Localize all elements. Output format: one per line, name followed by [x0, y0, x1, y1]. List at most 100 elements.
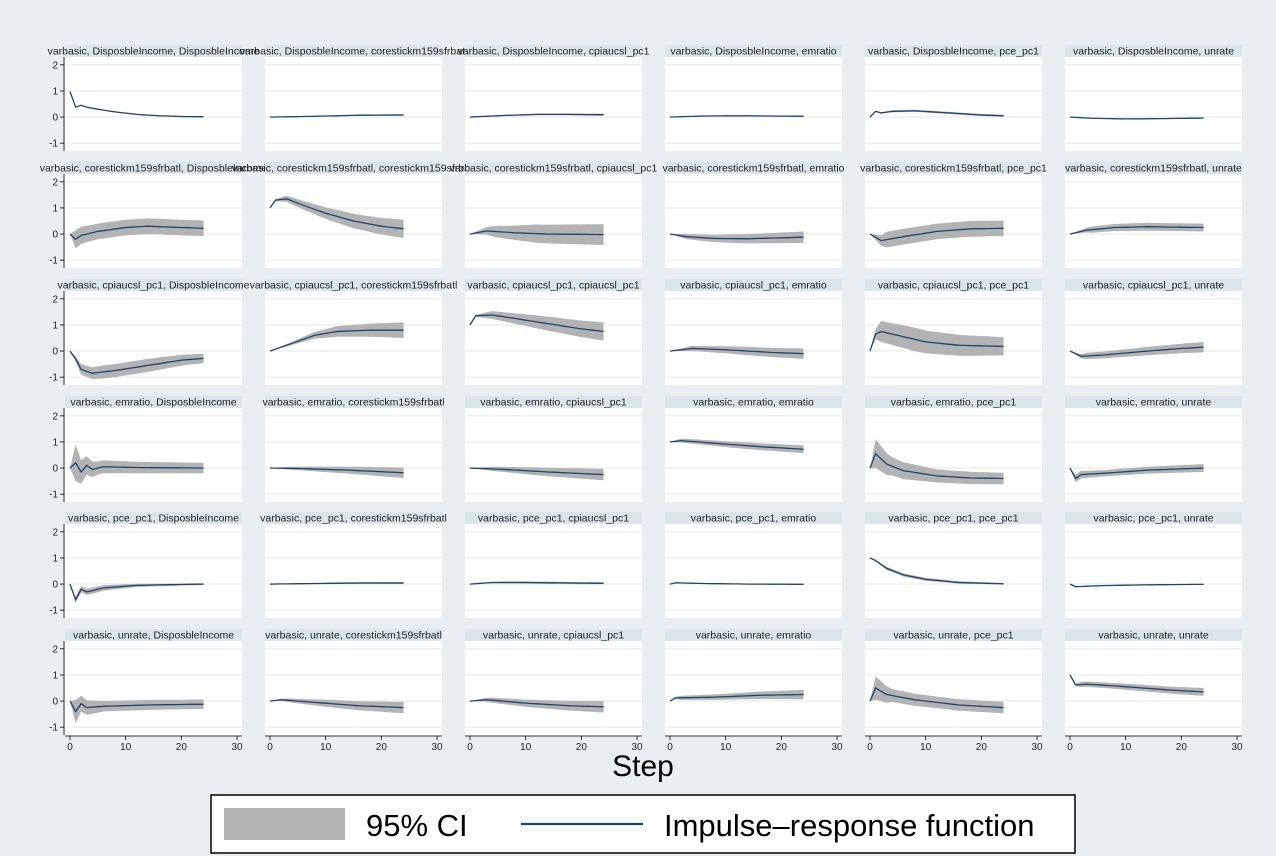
panel-title-strip: [265, 279, 442, 291]
irf-panel: varbasic, DisposbleIncome, pce_pc1: [865, 45, 1042, 151]
panel-title: varbasic, emratio, emratio: [693, 397, 814, 409]
irf-line: [869, 110, 1004, 118]
x-tick-label: 30: [1031, 742, 1043, 753]
panel-title-strip: [65, 162, 242, 174]
ci-band: [1070, 222, 1204, 235]
y-tick-label: -1: [49, 139, 58, 150]
panel-title: varbasic, cpiaucsl_pc1, pce_pc1: [878, 280, 1029, 292]
panel-plot-area: [1065, 174, 1242, 268]
panel-title-strip: [865, 162, 1042, 174]
panel-title-strip: [1065, 162, 1242, 174]
legend: 95% CI Impulse–response function: [210, 794, 1076, 854]
panel-title: varbasic, unrate, cpiaucsl_pc1: [483, 630, 624, 642]
y-tick-label: 2: [52, 411, 58, 422]
irf-panel: varbasic, DisposbleIncome, unrate: [1065, 45, 1242, 151]
panel-title: varbasic, corestickm159sfrbatl, Disposbl…: [40, 163, 268, 175]
ci-band: [270, 466, 404, 478]
panel-title: varbasic, unrate, pce_pc1: [893, 630, 1013, 642]
panel-title-strip: [265, 512, 442, 524]
panel-plot-area: [265, 408, 442, 502]
x-tick-label: 0: [67, 742, 73, 753]
ci-band: [870, 557, 1004, 585]
irf-panel: varbasic, pce_pc1, cpiaucsl_pc1: [465, 512, 642, 618]
panel-plot-area: [665, 641, 842, 735]
irf-line: [469, 467, 604, 476]
x-tick-label: 10: [320, 742, 332, 753]
panel-title-strip: [465, 45, 642, 57]
irf-panel: varbasic, DisposbleIncome, cpiaucsl_pc1: [457, 45, 650, 151]
irf-panel: varbasic, unrate, emratio: [665, 629, 842, 735]
panel-plot-area: [1065, 408, 1242, 502]
y-tick-label: 1: [52, 320, 58, 331]
panel-plot-area: [465, 174, 642, 268]
panel-title: varbasic, emratio, unrate: [1096, 397, 1212, 409]
irf-line: [869, 330, 1004, 352]
panel-title-strip: [465, 279, 642, 291]
irf-panel: varbasic, cpiaucsl_pc1, cpiaucsl_pc1: [465, 279, 642, 385]
panel-title: varbasic, corestickm159sfrbatl, corestic…: [232, 163, 475, 175]
irf-line: [69, 350, 204, 374]
legend-ci-swatch: [224, 808, 345, 840]
panel-plot-area: [865, 641, 1042, 735]
panel-plot-area: [465, 408, 642, 502]
irf-line: [869, 557, 1004, 585]
irf-line: [1069, 467, 1204, 480]
panel-title-strip: [65, 396, 242, 408]
panel-title-strip: [1065, 512, 1242, 524]
irf-panel: varbasic, emratio, unrate: [1065, 396, 1242, 502]
irf-line: [69, 461, 204, 474]
irf-panel: varbasic, corestickm159sfrbatl, Disposbl…: [40, 162, 268, 268]
irf-line: [669, 347, 804, 355]
panel-title: varbasic, corestickm159sfrbatl, pce_pc1: [860, 163, 1047, 175]
ci-band: [670, 231, 804, 244]
irf-line: [69, 225, 204, 241]
panel-title: varbasic, unrate, unrate: [1098, 630, 1208, 642]
irf-panel: varbasic, corestickm159sfrbatl, corestic…: [232, 162, 475, 268]
panel-title: varbasic, emratio, cpiaucsl_pc1: [480, 397, 627, 409]
panel-title: varbasic, pce_pc1, emratio: [691, 513, 817, 525]
y-tick-label: 1: [52, 203, 58, 214]
irf-panel: varbasic, cpiaucsl_pc1, corestickm159sfr…: [250, 279, 457, 385]
y-tick-label: 1: [52, 670, 58, 681]
panel-title: varbasic, unrate, emratio: [696, 630, 812, 642]
x-tick-label: 30: [1231, 742, 1243, 753]
y-tick-label: 0: [52, 464, 58, 475]
y-tick-label: 2: [52, 60, 58, 71]
x-tick-label: 0: [267, 742, 273, 753]
y-tick-label: -1: [49, 490, 58, 501]
irf-panel: varbasic, unrate, cpiaucsl_pc1: [465, 629, 642, 735]
irf-panel: varbasic, unrate, pce_pc1: [865, 629, 1042, 735]
irf-line: [469, 113, 604, 118]
irf-line: [869, 687, 1004, 709]
panel-title-strip: [1065, 279, 1242, 291]
irf-line: [1069, 346, 1204, 357]
panel-title-strip: [65, 512, 242, 524]
panel-title-strip: [865, 629, 1042, 641]
panel-title-strip: [265, 162, 442, 174]
panel-plot-area: [1065, 291, 1242, 385]
panel-title-strip: [465, 162, 642, 174]
x-axis-title: Step: [612, 750, 674, 783]
irf-line: [669, 115, 804, 118]
y-tick-label: -1: [49, 256, 58, 267]
x-tick-label: 10: [1120, 742, 1132, 753]
x-tick-label: 30: [831, 742, 843, 753]
y-tick-label: 0: [52, 697, 58, 708]
panel-title-strip: [865, 396, 1042, 408]
panel-plot-area: [665, 174, 842, 268]
x-tick-label: 0: [667, 742, 673, 753]
panel-title-strip: [665, 629, 842, 641]
panel-title: varbasic, corestickm159sfrbatl, cpiaucsl…: [450, 163, 658, 175]
ci-band: [870, 220, 1004, 248]
irf-panel: varbasic, corestickm159sfrbatl, unrate: [1065, 162, 1242, 268]
irf-panel: varbasic, unrate, corestickm159sfrbatl: [265, 629, 442, 735]
panel-plot-area: [1065, 524, 1242, 618]
panel-title-strip: [465, 629, 642, 641]
ci-band: [470, 466, 604, 481]
ci-band: [470, 311, 604, 341]
irf-panel: varbasic, cpiaucsl_pc1, unrate: [1065, 279, 1242, 385]
panel-title-strip: [865, 45, 1042, 57]
